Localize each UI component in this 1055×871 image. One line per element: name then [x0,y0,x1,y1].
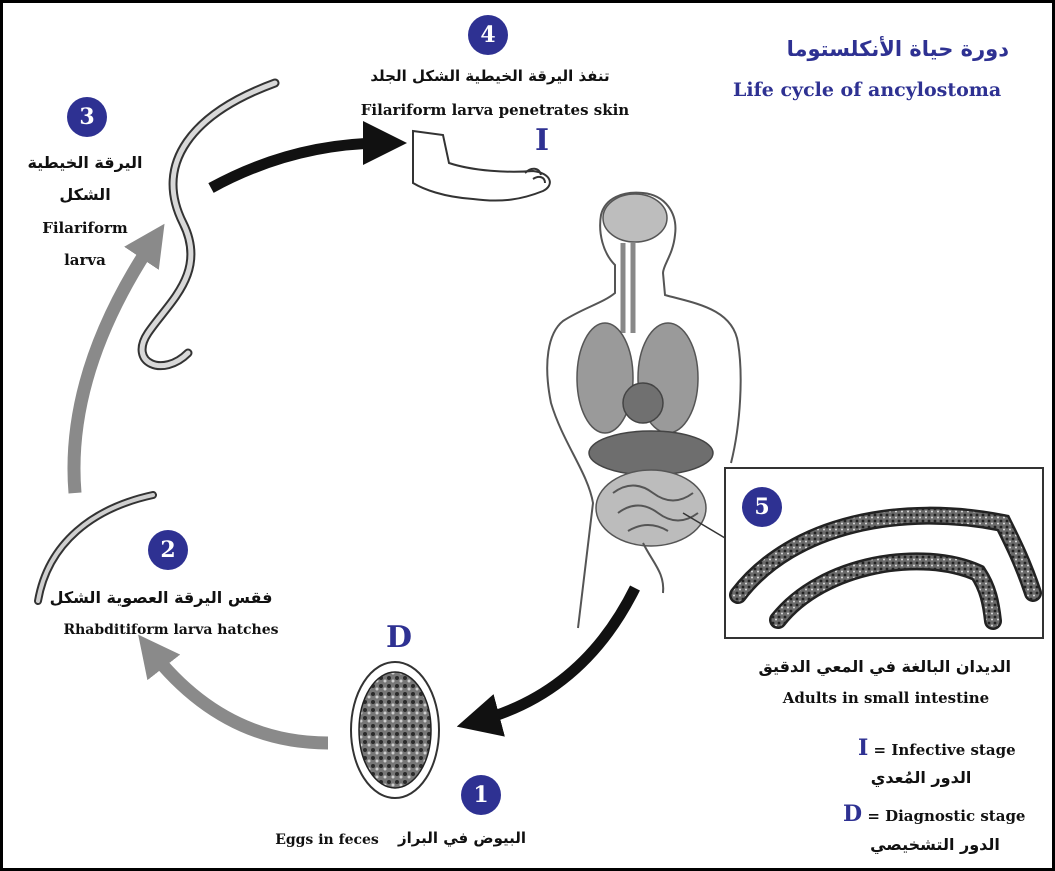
legend-diagnostic-arabic: الدور التشخيصي [865,835,1005,854]
stage-3-english-line1: Filariform [15,219,155,237]
human-body-drawing [547,193,748,628]
infective-marker: I [535,123,549,158]
arrow-1-to-2 [151,651,328,743]
rhabditiform-larva-drawing [38,495,153,601]
stage-1-badge: 1 [461,775,501,815]
stage-3-arabic-line2: الشكل [15,185,155,204]
stage-1-arabic: البيوض في البراز [385,829,539,847]
egg-drawing [351,662,439,798]
legend-diagnostic-text: = Diagnostic stage [867,807,1025,825]
arrow-5-to-1 [478,588,635,721]
stage-4-english: Filariform larva penetrates skin [341,101,649,119]
stage-5-english: Adults in small intestine [768,689,1004,707]
stage-5-badge: 5 [742,487,782,527]
legend-diagnostic-row: D = Diagnostic stage [843,801,1025,827]
stage-2-english: Rhabditiform larva hatches [40,622,302,638]
foot-drawing [413,131,550,201]
legend-infective-arabic: الدور المُعدي [861,768,981,787]
stage-4-arabic: تنفذ اليرقة الخيطية الشكل الجلد [346,67,634,85]
filariform-larva-drawing [142,83,275,366]
legend-infective-letter: I [858,735,868,761]
stage-5-arabic: الديدان البالغة في المعي الدقيق [763,657,1011,676]
stage-4-badge: 4 [468,15,508,55]
title-english: Life cycle of ancylostoma [733,79,1001,101]
arrow-2-to-3 [74,241,153,493]
stage-2-arabic: فقس اليرقة العصوية الشكل [43,588,279,607]
legend-infective-row: I = Infective stage [858,735,1016,761]
stage-2-badge: 2 [148,530,188,570]
stage-1-english: Eggs in feces [268,832,386,848]
arrow-3-to-4 [211,143,385,188]
stage-3-arabic-line1: اليرقة الخيطية [15,153,155,172]
legend-diagnostic-letter: D [843,801,862,827]
diagnostic-marker: D [386,620,412,655]
title-arabic: دورة حياة الأنكلستوما [741,37,1009,61]
stage-3-badge: 3 [67,97,107,137]
stage-3-english-line2: larva [15,251,155,269]
legend-infective-text: = Infective stage [874,741,1016,759]
